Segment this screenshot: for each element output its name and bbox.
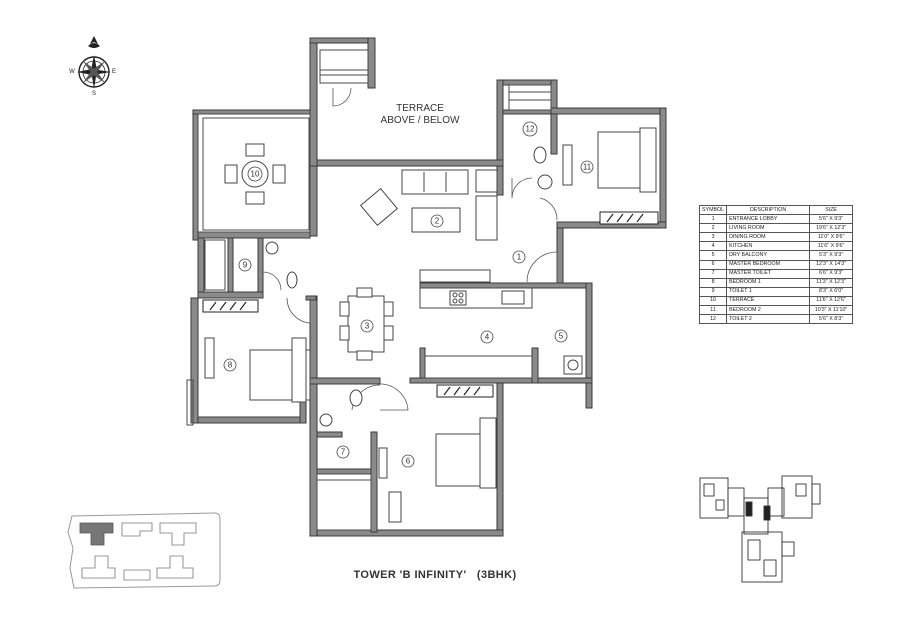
legend-size: 12'3" X 14'3" xyxy=(809,259,854,270)
legend-description: MASTER BEDROOM xyxy=(726,259,811,270)
room-markers: 1 2 3 4 5 6 7 8 9 10 11 12 xyxy=(223,121,594,468)
legend-description: BEDROOM 1 xyxy=(726,277,811,288)
svg-text:7: 7 xyxy=(341,448,346,457)
room-marker-12: 12 xyxy=(522,121,538,137)
legend-symbol: 1 xyxy=(698,214,728,225)
legend-symbol: 5 xyxy=(698,250,728,261)
svg-text:8: 8 xyxy=(228,361,233,370)
legend-symbol: 12 xyxy=(698,314,728,325)
svg-text:6: 6 xyxy=(406,457,411,466)
svg-text:5: 5 xyxy=(559,332,564,341)
svg-text:9: 9 xyxy=(243,261,248,270)
wardrobes xyxy=(202,211,659,398)
room-marker-9: 9 xyxy=(238,258,252,272)
legend-size: 10'3" X 11'10" xyxy=(809,305,854,316)
room-marker-4: 4 xyxy=(480,330,494,344)
terrace-note-line2: ABOVE / BELOW xyxy=(381,115,460,126)
legend-header-size: SIZE xyxy=(809,204,854,216)
legend-size: 11'6" X 9'6" xyxy=(809,241,854,252)
legend-description: LIVING ROOM xyxy=(726,223,811,234)
room-marker-7: 7 xyxy=(336,445,350,459)
svg-text:12: 12 xyxy=(526,125,535,134)
svg-text:10: 10 xyxy=(251,170,260,179)
legend-symbol: 10 xyxy=(698,295,728,307)
legend-size: 5'3" X 9'3" xyxy=(809,250,854,261)
tower-key-plan xyxy=(699,475,821,583)
legend-symbol: 7 xyxy=(698,268,728,279)
room-marker-11: 11 xyxy=(580,160,594,174)
tower-name: TOWER 'B INFINITY' xyxy=(353,569,467,581)
legend-description: TERRACE xyxy=(726,295,811,307)
svg-text:11: 11 xyxy=(583,163,592,172)
legend-description: MASTER TOILET xyxy=(726,268,811,279)
legend-size: 5'6" X 8'3" xyxy=(809,314,854,325)
legend-symbol: 6 xyxy=(698,259,728,270)
legend-description: DRY BALCONY xyxy=(726,250,811,261)
doors xyxy=(262,87,558,411)
legend-symbol: 8 xyxy=(698,277,728,288)
windows xyxy=(186,49,552,531)
legend-description: DINING ROOM xyxy=(726,232,811,243)
legend-header-row: SYMBOL DESCRIPTION SIZE xyxy=(698,204,854,216)
room-marker-5: 5 xyxy=(554,329,568,343)
legend-symbol: 11 xyxy=(698,305,728,316)
terrace-note-line1: TERRACE xyxy=(396,103,444,114)
svg-text:1: 1 xyxy=(517,253,522,262)
legend-size: 11'6" X 12'6" xyxy=(809,295,854,307)
compass-rose-icon: W E S xyxy=(69,36,116,97)
legend-header-description: DESCRIPTION xyxy=(726,204,811,216)
room-marker-2: 2 xyxy=(430,214,444,228)
room-marker-10: 10 xyxy=(247,166,263,182)
plan-caption: TOWER 'B INFINITY' (3BHK) xyxy=(320,569,550,581)
legend-description: TOILET 2 xyxy=(726,314,811,325)
compass-south-label: S xyxy=(92,91,96,97)
room-marker-3: 3 xyxy=(360,319,374,333)
svg-text:3: 3 xyxy=(365,322,370,331)
compass-east-label: E xyxy=(112,69,116,75)
room-marker-1: 1 xyxy=(512,250,526,264)
room-marker-6: 6 xyxy=(401,454,415,468)
legend-symbol: 2 xyxy=(698,223,728,234)
legend-size: 11'3" X 12'3" xyxy=(809,277,854,288)
svg-text:2: 2 xyxy=(435,217,440,226)
legend-header-symbol: SYMBOL xyxy=(698,204,728,216)
legend-description: KITCHEN xyxy=(726,241,811,252)
legend-description: BEDROOM 2 xyxy=(726,305,811,316)
legend-size: 8'3" X 6'0" xyxy=(809,286,854,297)
legend-size: 5'6" X 9'3" xyxy=(809,214,854,225)
site-key-plan xyxy=(67,512,221,589)
legend-symbol: 3 xyxy=(698,232,728,243)
legend-size: 6'6" X 9'3" xyxy=(809,268,854,279)
legend-description: ENTRANCE LOBBY xyxy=(726,214,811,225)
legend-size: 11'0" X 9'6" xyxy=(809,232,854,243)
room-marker-8: 8 xyxy=(223,358,237,372)
legend-symbol: 4 xyxy=(698,241,728,252)
legend-description: TOILET 1 xyxy=(726,286,811,297)
legend-symbol: 9 xyxy=(698,286,728,297)
legend-size: 19'6" X 12'3" xyxy=(809,223,854,234)
svg-text:4: 4 xyxy=(485,333,490,342)
unit-type: (3BHK) xyxy=(476,569,517,581)
compass-west-label: W xyxy=(69,69,75,75)
furniture xyxy=(204,127,657,523)
